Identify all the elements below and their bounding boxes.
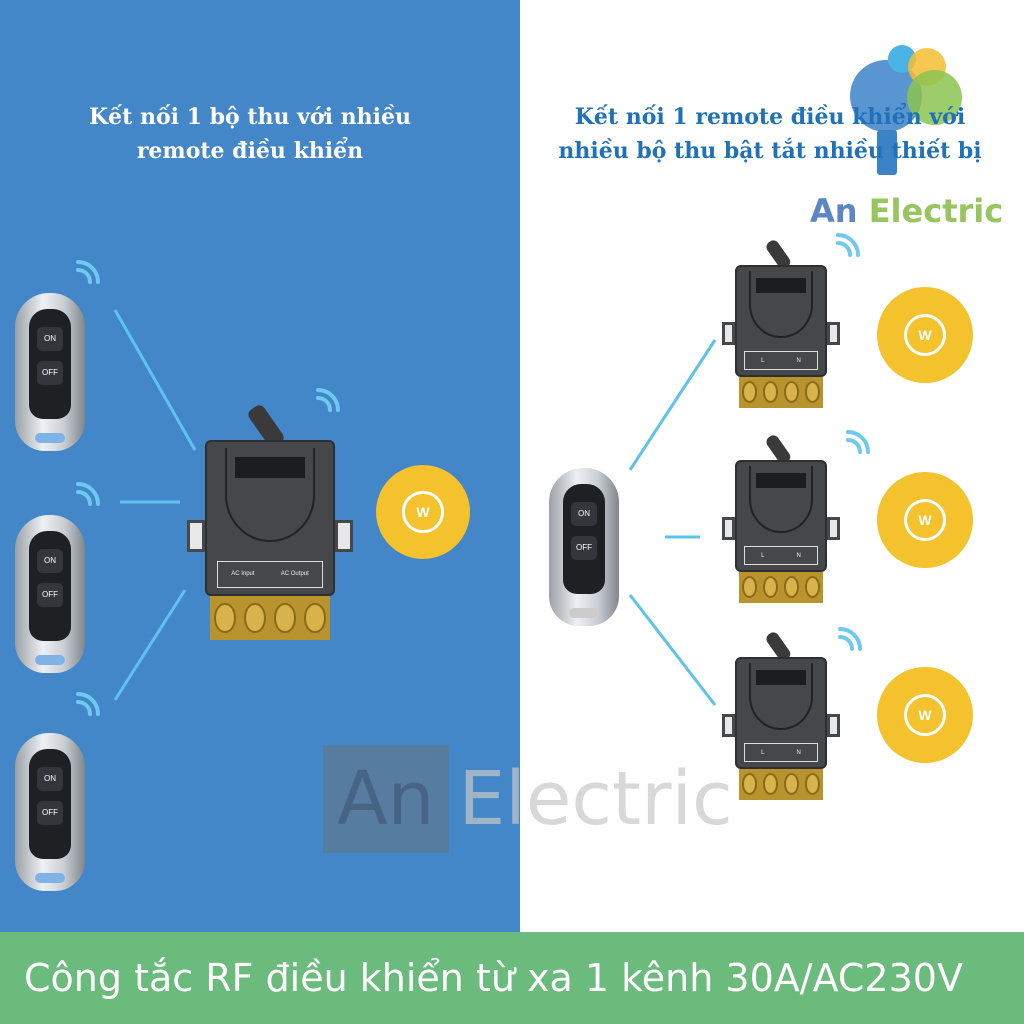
wifi-icons (76, 233, 870, 716)
remote-control: ON OFF (15, 515, 85, 673)
light-bulb-icon: W (877, 667, 973, 763)
on-button: ON (571, 502, 597, 526)
remote-control: ON OFF (15, 293, 85, 451)
wifi-icon (846, 430, 870, 454)
off-button: OFF (37, 583, 63, 607)
signal-line (628, 339, 717, 471)
light-bulb-icon: W (877, 287, 973, 383)
wifi-icon (316, 388, 340, 412)
logo-bubble-icon (907, 70, 962, 125)
remote-control: ON OFF (15, 733, 85, 891)
wifi-icon (836, 233, 860, 257)
off-button: OFF (37, 801, 63, 825)
light-bulb-icon: W (376, 465, 470, 559)
brand-logo: An Electric (810, 192, 1004, 230)
on-button: ON (37, 767, 63, 791)
wifi-icon (76, 692, 100, 716)
signal-lines (76, 233, 870, 716)
signal-line (113, 309, 197, 451)
on-button: ON (37, 327, 63, 351)
signal-line (113, 589, 187, 701)
remote-control: ON OFF (549, 468, 619, 626)
on-button: ON (37, 549, 63, 573)
off-button: OFF (571, 536, 597, 560)
product-title-banner: Công tắc RF điều khiển từ xa 1 kênh 30A/… (0, 932, 1024, 1024)
logo-bulb-base-icon (877, 130, 897, 175)
wifi-icon (838, 627, 862, 651)
off-button: OFF (37, 361, 63, 385)
light-bulb-icon: W (877, 472, 973, 568)
wifi-icon (76, 482, 100, 506)
signal-line (628, 594, 717, 706)
wifi-icon (76, 260, 100, 284)
